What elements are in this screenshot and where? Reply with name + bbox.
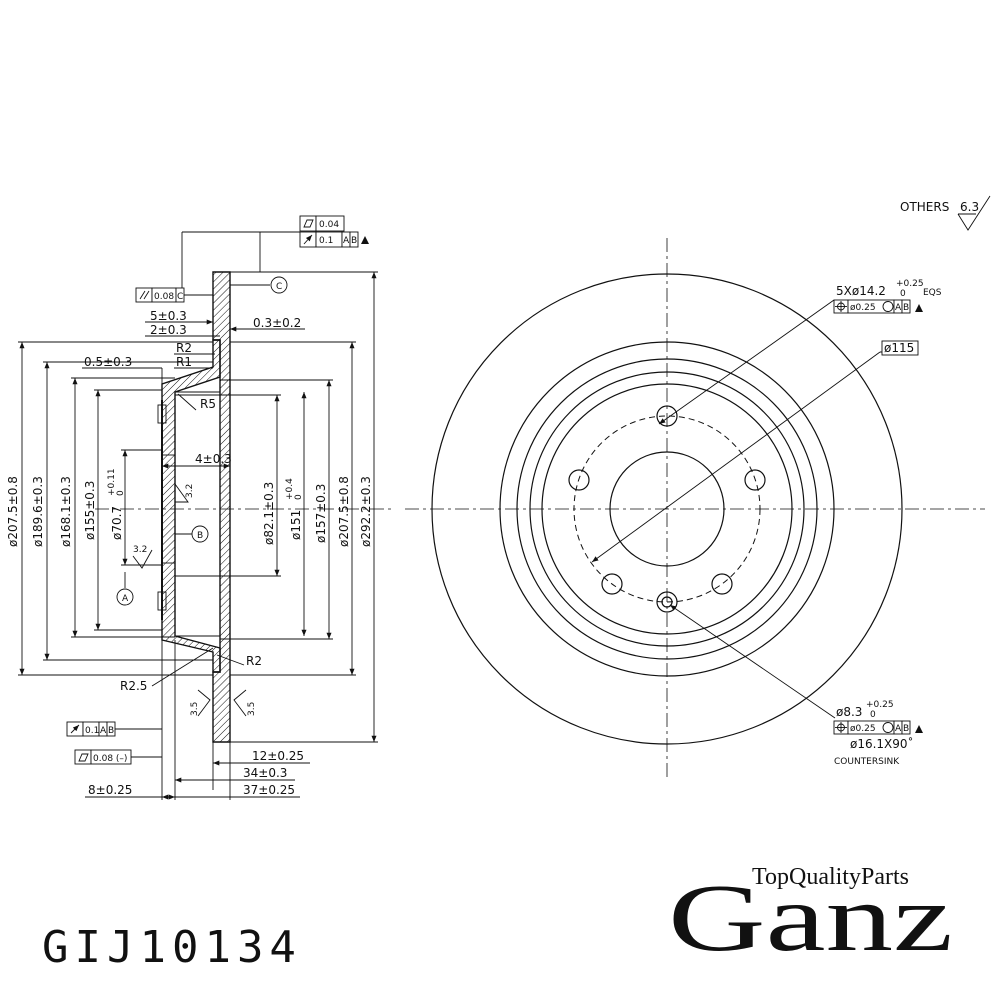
disc-ring-3 xyxy=(529,371,805,647)
datum-b-marker xyxy=(191,525,209,543)
holes-tol-lo: 0 xyxy=(900,289,906,299)
dim-12: 12±0.25 xyxy=(252,749,304,763)
dim-2: 2±0.3 xyxy=(150,323,187,337)
holes-spec: 5Xø14.2 xyxy=(836,284,886,298)
radius-r5: R5 xyxy=(200,397,216,411)
hat-section xyxy=(161,339,221,673)
bolt-hole xyxy=(656,405,678,427)
datum-a-marker xyxy=(116,588,134,606)
dim-8: 8±0.25 xyxy=(88,783,132,797)
disc-ring-2 xyxy=(516,358,818,660)
dim-d82-1: ø82.1±0.3 xyxy=(262,482,276,545)
bolt-hole xyxy=(711,573,733,595)
roughness-3-5-a: 3.5 xyxy=(190,702,200,716)
dim-d70-7-tol-up: +0.11 xyxy=(107,468,117,496)
surface-roughness-note: OTHERS 6.3 xyxy=(900,195,991,231)
small-hole-spec: ø8.3 xyxy=(836,705,862,719)
holes-position-tol: ø0.25 xyxy=(850,303,876,313)
dim-d168-1: ø168.1±0.3 xyxy=(59,476,73,547)
gdt-flatness-top: 0.04 xyxy=(319,220,339,230)
small-hole-datum-b: B xyxy=(903,724,909,734)
disc-ring-1 xyxy=(499,341,835,677)
disc-hat-edge xyxy=(541,383,793,635)
front-view: 5Xø14.2 +0.25 0 EQS ø0.25 A B ø115 ø8.3 … xyxy=(405,238,985,780)
countersink-hole-inner xyxy=(661,596,673,608)
radius-r2-top: R2 xyxy=(176,341,192,355)
datum-c-marker xyxy=(270,276,288,294)
holes-position-datum-a: A xyxy=(895,303,902,313)
gdt-runout-bottom-datum-a: A xyxy=(100,726,107,736)
flatness-icon-bottom xyxy=(74,749,92,765)
gdt-flatness-bottom: 0.08 (–) xyxy=(93,754,127,764)
dim-d70-7: ø70.7 xyxy=(110,506,124,540)
small-hole-position-tol: ø0.25 xyxy=(850,724,876,734)
parallelism-icon xyxy=(135,287,153,303)
countersink-dim: ø16.1X90˚ xyxy=(850,736,914,751)
bolt-hole xyxy=(568,469,590,491)
pcd-label: ø115 xyxy=(884,341,914,355)
brand-tagline: TopQualityParts xyxy=(752,864,909,890)
dim-0-5: 0.5±0.3 xyxy=(84,355,132,369)
gdt-runout-bottom: 0.1 xyxy=(85,726,99,736)
countersink-hole-outer xyxy=(656,591,678,613)
flatness-icon xyxy=(299,215,317,232)
small-hole-datum-a: A xyxy=(895,724,902,734)
datum-b-label: B xyxy=(197,531,203,541)
dim-d151-tol-up: +0.4 xyxy=(285,478,295,500)
dim-d189-6: ø189.6±0.3 xyxy=(31,476,45,547)
others-value: 6.3 xyxy=(960,200,979,214)
dim-d292-2: ø292.2±0.3 xyxy=(359,476,373,547)
mmc-icon xyxy=(882,301,894,312)
radius-r2-bottom: R2 xyxy=(246,654,262,668)
gdt-runout-bottom-datum-b: B xyxy=(108,726,114,736)
countersink-label: COUNTERSINK xyxy=(834,757,900,767)
dim-d207-5-left: ø207.5±0.8 xyxy=(6,476,20,547)
datum-c-label: C xyxy=(276,282,282,292)
mmc-icon-small xyxy=(882,722,894,733)
roughness-symbol-icon xyxy=(957,195,991,231)
dim-4: 4±0.3 xyxy=(195,452,232,466)
holes-position-datum-b: B xyxy=(903,303,909,313)
holes-eqs: EQS xyxy=(923,288,942,298)
small-hole-tol-lo: 0 xyxy=(870,710,876,720)
bolt-circle xyxy=(573,415,761,603)
section-view: ø207.5±0.8 ø189.6±0.3 ø168.1±0.3 ø155±0.… xyxy=(6,215,395,800)
gdt-runout-top-datum-a: A xyxy=(343,236,350,246)
dim-5: 5±0.3 xyxy=(150,309,187,323)
datum-a-label: A xyxy=(122,594,129,604)
others-label: OTHERS xyxy=(900,200,949,214)
small-hole-tol-up: +0.25 xyxy=(866,700,894,710)
bolt-hole xyxy=(744,469,766,491)
dim-d151: ø151 xyxy=(289,510,303,540)
dim-d70-7-tol-lo: 0 xyxy=(116,490,126,496)
holes-tol-up: +0.25 xyxy=(896,279,924,289)
roughness-3-2-b: 3.2 xyxy=(133,545,147,555)
center-bore xyxy=(609,451,725,567)
brand-logo: Ganz xyxy=(668,864,953,971)
dim-d151-tol-lo: 0 xyxy=(294,494,304,500)
roughness-3-2-a: 3.2 xyxy=(185,484,195,498)
dim-37: 37±0.25 xyxy=(243,783,295,797)
roughness-3-5-b: 3.5 xyxy=(247,702,257,716)
dim-d207-5-right: ø207.5±0.8 xyxy=(337,476,351,547)
dim-d157: ø157±0.3 xyxy=(314,484,328,543)
gdt-runout-top: 0.1 xyxy=(319,236,333,246)
part-number: GIJ10134 xyxy=(42,922,302,973)
radius-r1: R1 xyxy=(176,355,192,369)
dim-34: 34±0.3 xyxy=(243,766,287,780)
gdt-runout-top-datum-b: B xyxy=(351,236,357,246)
disc-outer-edge xyxy=(431,273,903,745)
bolt-hole xyxy=(601,573,623,595)
dim-d155: ø155±0.3 xyxy=(83,481,97,540)
radius-r2-5: R2.5 xyxy=(120,679,147,693)
dim-0-3: 0.3±0.2 xyxy=(253,316,301,330)
bolt-holes xyxy=(568,405,766,595)
gdt-parallel: 0.08 xyxy=(154,292,174,302)
gdt-parallel-datum: C xyxy=(177,292,183,302)
